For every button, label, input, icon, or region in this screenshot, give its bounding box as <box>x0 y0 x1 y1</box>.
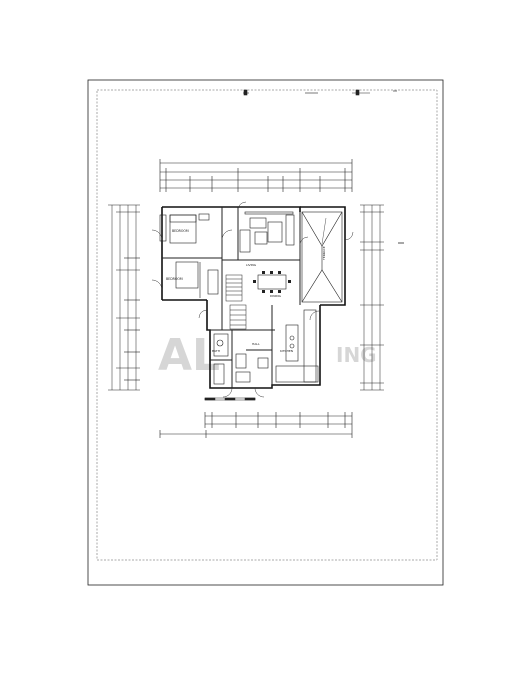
sheet-outer-border <box>87 79 444 586</box>
scale-bar <box>204 397 256 401</box>
watermark: AL ING <box>158 330 377 381</box>
bathrooms <box>213 333 269 385</box>
door-swings <box>151 201 354 398</box>
bedroom-2: BEDROOM <box>166 261 219 298</box>
living-area <box>239 211 295 253</box>
label-dining: DINING <box>270 294 282 298</box>
label-bath: BATH <box>212 349 220 353</box>
interior-walls <box>162 207 301 388</box>
bedroom-1: BEDROOM <box>159 213 210 244</box>
right-dimension-chains <box>360 204 404 391</box>
label-kitchen: KITCHEN <box>280 349 293 353</box>
room-labels: LIVING DINING TERRACE BATH HALL KITCHEN <box>212 246 326 353</box>
watermark-suffix: ING <box>336 343 377 367</box>
title-block-marks <box>243 89 397 96</box>
kitchen <box>275 309 319 383</box>
dining-table <box>253 271 291 293</box>
svg-text:BEDROOM: BEDROOM <box>172 229 189 233</box>
label-hall: HALL <box>252 342 260 346</box>
sheet-inner-frame <box>96 89 438 561</box>
terrace <box>301 211 343 303</box>
svg-text:BEDROOM: BEDROOM <box>166 277 183 281</box>
bottom-dimension-chains <box>159 412 353 438</box>
left-dimension-chains <box>108 204 140 391</box>
top-dimension-chains <box>159 159 353 192</box>
label-terrace: TERRACE <box>322 246 326 261</box>
label-living: LIVING <box>246 263 257 267</box>
staircase <box>225 274 247 330</box>
